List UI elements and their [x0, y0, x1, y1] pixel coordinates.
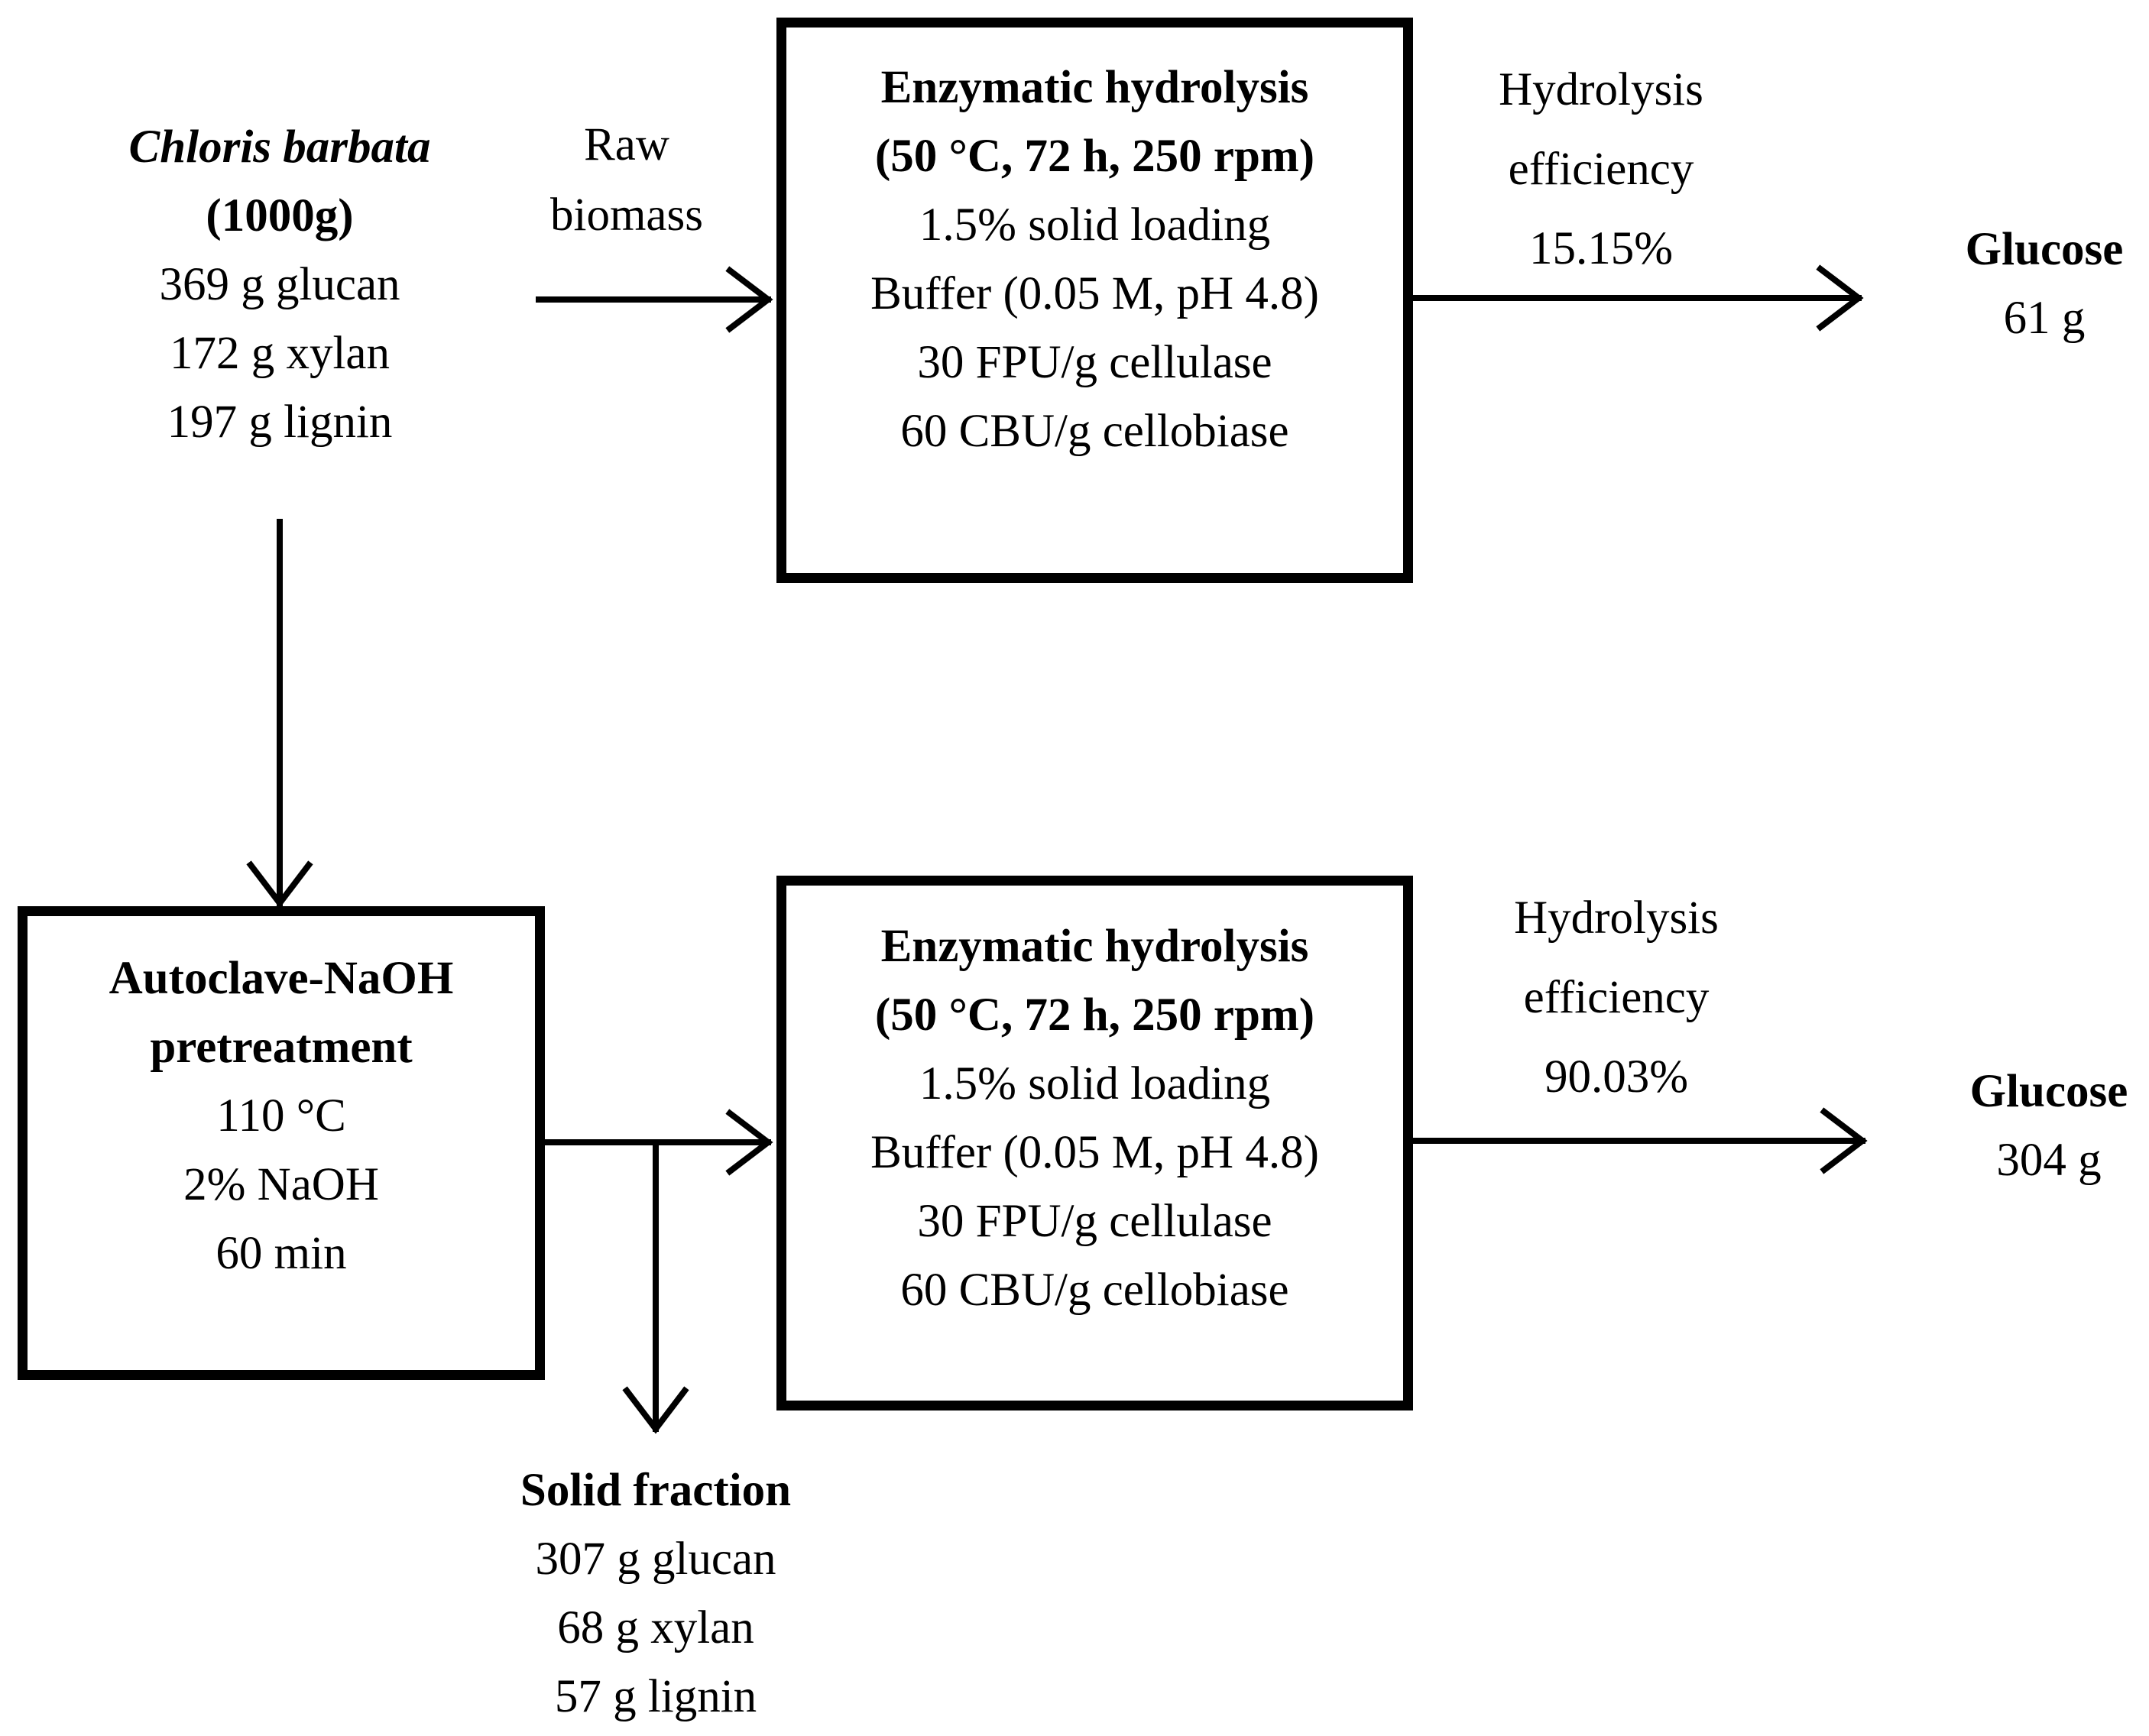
hydrolysis-box-bottom	[776, 876, 1413, 1410]
biomass-lignin: 197 g lignin	[167, 397, 393, 448]
hydrolysis-box-top	[776, 18, 1413, 583]
pretreatment-box	[18, 906, 545, 1380]
biomass-xylan: 172 g xylan	[169, 328, 391, 379]
hydrolysis-conditions: (50 °C, 72 h, 250 rpm)	[874, 131, 1315, 182]
biomass-mass: (1000g)	[206, 190, 354, 241]
efficiency-value-top: 15.15%	[1528, 223, 1674, 274]
glucose-value-bottom: 304 g	[1996, 1135, 2102, 1186]
biomass-name: Chloris barbata	[128, 121, 431, 173]
pretreatment-title: Autoclave-NaOH	[109, 953, 454, 1004]
raw-biomass-label: Raw biomass	[550, 119, 703, 241]
glucose-top: Glucose 61 g	[1903, 215, 2149, 353]
solid-fraction-block: Solid fraction 307 g glucan 68 g xylan 5…	[465, 1456, 847, 1731]
biomass-block: Chloris barbata (1000g) 369 g glucan 172…	[92, 113, 468, 457]
hydrolysis-title: Enzymatic hydrolysis	[880, 62, 1309, 113]
efficiency-value-bottom: 90.03%	[1544, 1051, 1689, 1103]
hydrolysis-bottom-text: Enzymatic hydrolysis (50 °C, 72 h, 250 r…	[870, 921, 1319, 1316]
efficiency-top: Hydrolysis efficiency 15.15%	[1437, 50, 1765, 289]
glucose-bottom: Glucose 304 g	[1908, 1057, 2149, 1195]
hydrolysis-top-text: Enzymatic hydrolysis (50 °C, 72 h, 250 r…	[776, 53, 1413, 466]
efficiency-bottom: Hydrolysis efficiency 90.03%	[1452, 879, 1781, 1117]
pretreatment-text: Autoclave-NaOH pretreatment 110 °C 2% Na…	[18, 944, 545, 1288]
biomass-glucan: 369 g glucan	[159, 259, 400, 310]
glucose-value-top: 61 g	[2003, 293, 2086, 344]
solid-fraction-title: Solid fraction	[520, 1465, 792, 1516]
